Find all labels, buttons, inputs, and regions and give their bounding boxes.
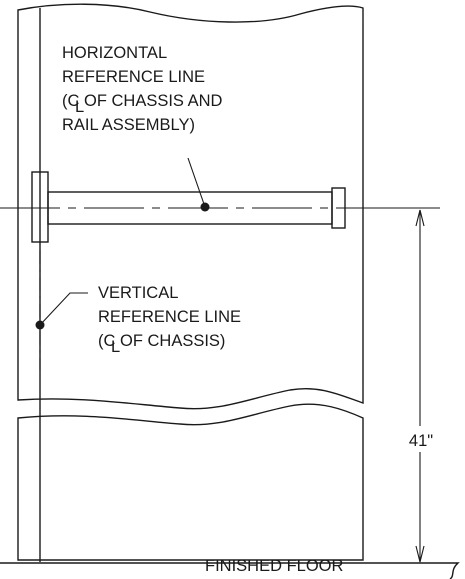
vertical-ref-leader: [39, 292, 88, 326]
vertical-ref-line-1: VERTICAL: [98, 284, 178, 302]
horizontal-ref-leader: [187, 157, 206, 208]
vertical-ref-dot: [35, 320, 45, 330]
vertical-ref-line-2: REFERENCE LINE: [98, 308, 241, 326]
dimension-arrow-bottom: [415, 545, 425, 563]
vertical-ref-label: VERTICAL REFERENCE LINE (C OF CHASSIS) L: [98, 284, 241, 356]
dimension-label-bg: [400, 426, 444, 452]
chassis-lower-outline: [17, 403, 364, 561]
finished-floor-label: FINISHED FLOOR: [205, 557, 344, 575]
chassis-upper-outline: [17, 3, 364, 410]
horizontal-ref-line-1: HORIZONTAL: [62, 44, 167, 62]
dimension-arrow-top: [415, 209, 425, 227]
horizontal-ref-line-3: (C OF CHASSIS AND: [62, 92, 223, 110]
horizontal-ref-dot: [200, 202, 210, 212]
vertical-ref-line-3: (C OF CHASSIS): [98, 332, 225, 350]
horizontal-ref-line-2: REFERENCE LINE: [62, 68, 205, 86]
centerline-symbol-h: L: [75, 98, 84, 116]
horizontal-ref-label: HORIZONTAL REFERENCE LINE (C OF CHASSIS …: [62, 44, 223, 134]
horizontal-ref-line-4: RAIL ASSEMBLY): [62, 116, 195, 134]
finished-floor-line: [0, 562, 460, 579]
centerline-symbol-v: L: [111, 338, 120, 356]
dimension-label: 41": [409, 432, 433, 450]
